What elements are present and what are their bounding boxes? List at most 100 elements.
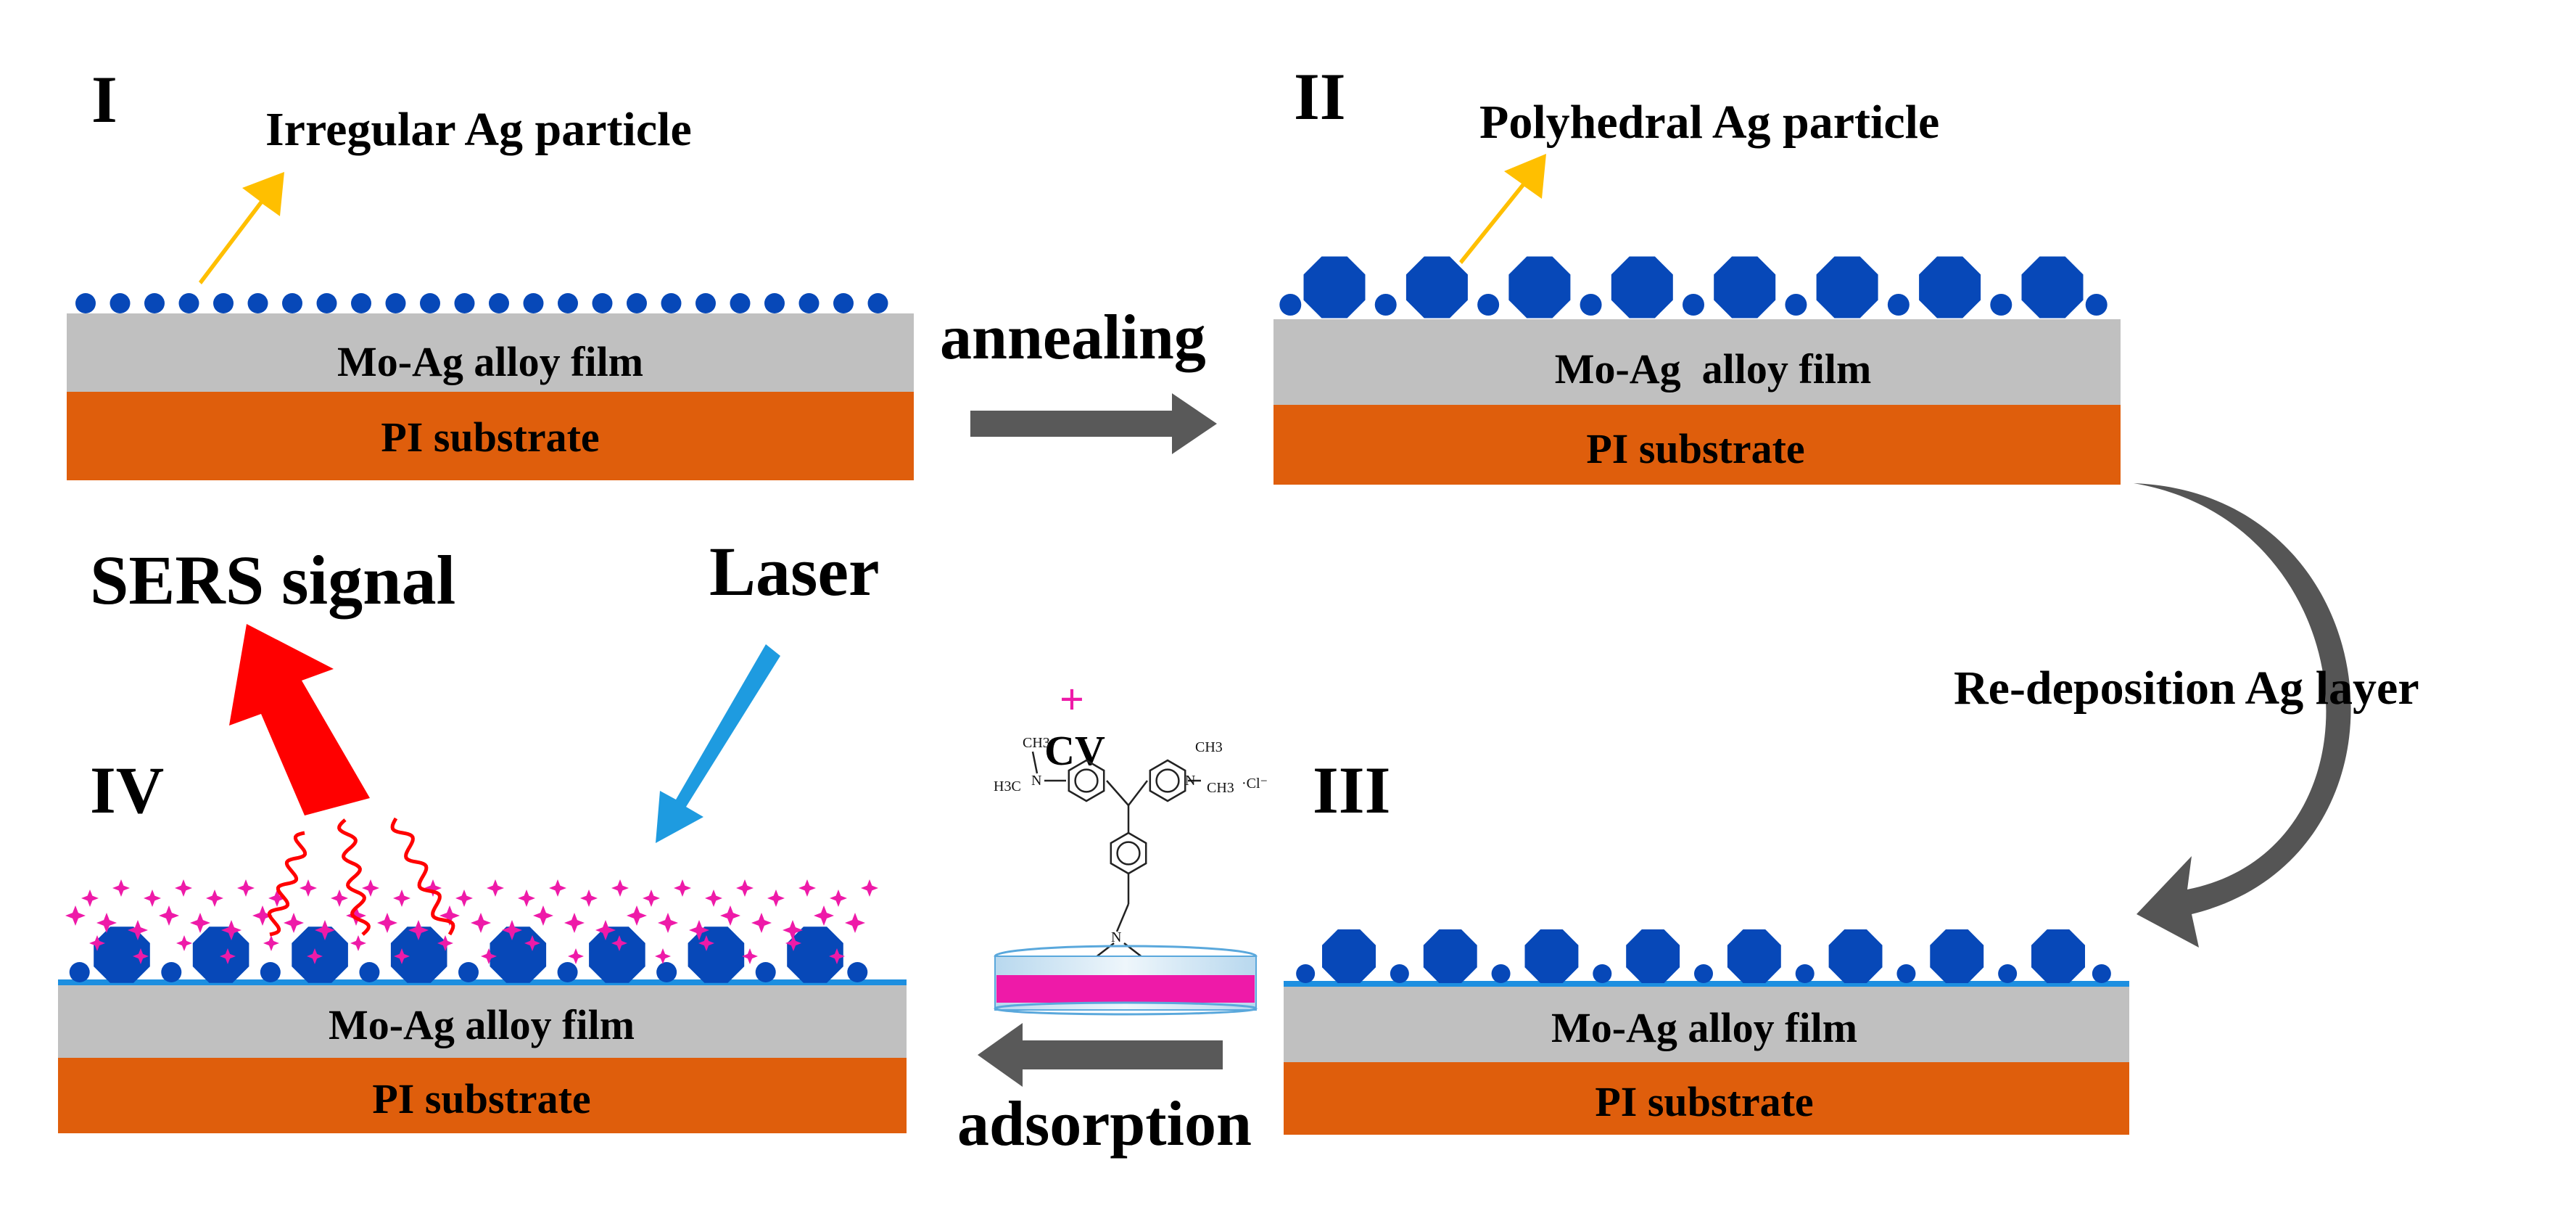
cv-molecule-star bbox=[830, 889, 847, 907]
cv-molecule-star bbox=[133, 948, 149, 964]
polyhedral-ag-particle bbox=[1919, 256, 1981, 319]
small-ag-particle bbox=[1896, 964, 1916, 983]
cv-molecule-star bbox=[595, 920, 616, 940]
cv-molecule-star bbox=[524, 935, 540, 951]
cv-molecule-star bbox=[674, 879, 691, 897]
irregular-ag-particle bbox=[695, 293, 716, 313]
benzene-ring bbox=[1149, 759, 1186, 802]
cv-molecule-star bbox=[689, 920, 709, 940]
cv-molecule-star bbox=[346, 905, 366, 926]
small-ag-particle bbox=[847, 962, 868, 982]
small-ag-particle bbox=[1374, 294, 1397, 316]
bond bbox=[1115, 903, 1130, 932]
cv-molecule-star bbox=[845, 913, 865, 933]
polyhedral-ag-particle bbox=[1611, 256, 1673, 319]
cv-molecule-stars bbox=[65, 879, 878, 964]
polyhedral-ag-particle bbox=[1524, 929, 1579, 983]
cv-molecule-star bbox=[439, 905, 460, 926]
polyhedral-ag-particle bbox=[390, 926, 447, 983]
small-ag-particle bbox=[69, 962, 90, 982]
cv-molecule-star bbox=[767, 889, 785, 907]
cv-molecule-star bbox=[568, 948, 584, 964]
cv-ch3-right: CH3 bbox=[1207, 780, 1234, 796]
aromatic-circle bbox=[1155, 768, 1180, 793]
redeposition-step: Re-deposition Ag layer bbox=[1954, 483, 2419, 948]
cv-h3c-left: H3C bbox=[994, 778, 1021, 794]
irregular-ag-particle bbox=[110, 293, 131, 313]
panel-4-substrate-layer bbox=[58, 1058, 907, 1133]
panel-4-film-layer bbox=[58, 985, 907, 1058]
panel-3-label: III bbox=[1313, 753, 1390, 827]
adsorption-arrow bbox=[978, 1023, 1223, 1087]
cv-molecule-star bbox=[159, 905, 179, 926]
cv-molecule-star bbox=[268, 889, 286, 907]
panel-3-substrate-layer bbox=[1284, 1062, 2129, 1135]
polyhedral-ag-particle bbox=[2031, 929, 2085, 983]
polyhedral-ag-particle bbox=[688, 926, 745, 983]
benzene-ring bbox=[1110, 831, 1147, 875]
irregular-ag-particle bbox=[489, 293, 509, 313]
polyhedral-ag-particle bbox=[2021, 256, 2084, 319]
small-ag-particle bbox=[1887, 294, 1910, 316]
cv-n-left: N bbox=[1031, 773, 1041, 789]
dye-solution bbox=[996, 975, 1255, 1003]
panel-3-film-label: Mo-Ag alloy film bbox=[1551, 1004, 1857, 1051]
irregular-ag-particle bbox=[592, 293, 613, 313]
polyhedral-particle-label: Polyhedral Ag particle bbox=[1479, 96, 1939, 149]
polyhedral-ag-particle bbox=[1816, 256, 1878, 319]
irregular-ag-particle bbox=[351, 293, 371, 313]
cv-molecule-star bbox=[658, 913, 678, 933]
benzene-ring bbox=[1068, 759, 1105, 802]
small-ag-particle bbox=[1593, 964, 1612, 983]
redeposition-label: Re-deposition Ag layer bbox=[1954, 662, 2419, 715]
panel-1-substrate-layer bbox=[67, 392, 914, 480]
small-ag-particle bbox=[1296, 964, 1316, 983]
polyhedral-ag-particle bbox=[1930, 929, 1984, 983]
cv-molecule-star bbox=[89, 935, 105, 951]
cv-molecule-star bbox=[502, 920, 522, 940]
cv-molecule-star bbox=[437, 935, 453, 951]
irregular-ag-particle bbox=[213, 293, 234, 313]
irregular-ag-particle bbox=[420, 293, 440, 313]
small-ag-particle bbox=[1990, 294, 2012, 316]
cv-molecule-star bbox=[408, 920, 429, 940]
small-ag-particle bbox=[1390, 964, 1409, 983]
cv-molecule-star bbox=[720, 905, 740, 926]
small-ag-particle bbox=[656, 962, 677, 982]
cv-molecule-star bbox=[487, 879, 504, 897]
panel-3-film-layer bbox=[1284, 987, 2129, 1062]
polyhedral-ag-particle bbox=[1322, 929, 1376, 983]
panel-2-label: II bbox=[1294, 59, 1346, 133]
cv-molecule-star bbox=[736, 879, 754, 897]
irregular-ag-particle bbox=[798, 293, 820, 313]
cv-molecule-star bbox=[315, 920, 335, 940]
irregular-ag-particle bbox=[764, 293, 785, 313]
polyhedral-ag-particle bbox=[1727, 929, 1781, 983]
cv-molecule-star bbox=[455, 889, 473, 907]
polyhedral-ag-particle bbox=[589, 926, 645, 983]
panel-4: IV SERS signal Laser Mo-Ag alloy film PI… bbox=[58, 533, 907, 1133]
cv-molecule-star bbox=[471, 913, 491, 933]
sers-signal-label: SERS signal bbox=[90, 541, 455, 619]
cv-molecule-star bbox=[81, 889, 99, 907]
cv-molecule-star bbox=[424, 879, 442, 897]
cv-molecule-star bbox=[751, 913, 772, 933]
annealing-step: annealing bbox=[940, 303, 1217, 454]
cv-molecule-star bbox=[829, 948, 845, 964]
cv-molecule-star bbox=[307, 948, 323, 964]
cv-molecule-star bbox=[176, 935, 192, 951]
cv-ch3-right-top: CH3 bbox=[1195, 739, 1223, 755]
polyhedral-ag-particle bbox=[292, 926, 348, 983]
cv-molecule-star bbox=[284, 913, 304, 933]
bond bbox=[1031, 751, 1039, 774]
irregular-ag-particle bbox=[316, 293, 337, 313]
irregular-particle-label: Irregular Ag particle bbox=[265, 103, 692, 156]
irregular-ag-particle bbox=[282, 293, 302, 313]
panel-2-film-layer bbox=[1273, 319, 2121, 405]
small-ag-particle bbox=[2092, 964, 2111, 983]
annealing-arrow bbox=[970, 393, 1217, 454]
small-ag-particle bbox=[755, 962, 776, 982]
cv-n-right: N bbox=[1185, 773, 1195, 789]
laser-arrow bbox=[656, 644, 780, 843]
